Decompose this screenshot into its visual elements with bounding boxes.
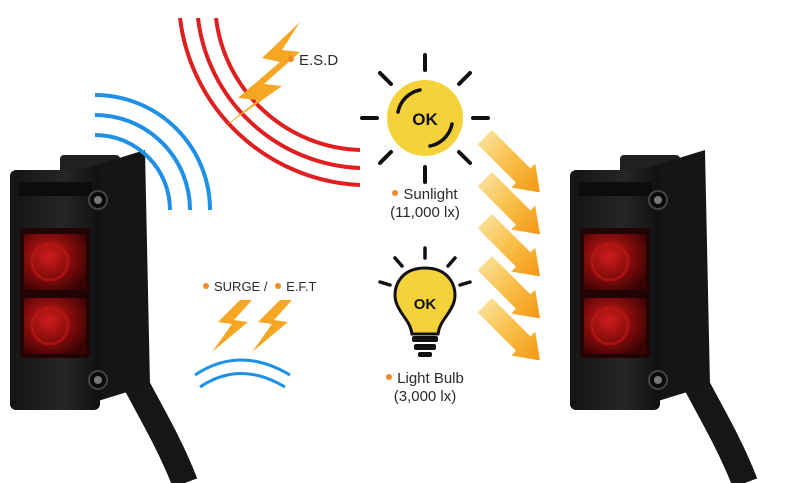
lightning-bolt-icon xyxy=(220,22,300,130)
bulb-ok-badge: OK xyxy=(414,296,437,313)
surge-eft-label: SURGE / E.F.T xyxy=(203,278,316,296)
bullet-icon xyxy=(203,282,209,289)
bullet-icon xyxy=(392,190,399,197)
signal-waves-large xyxy=(94,93,212,211)
esd-waves xyxy=(178,17,361,187)
light-arrows xyxy=(477,130,540,361)
sunlight-label: Sunlight (11,000 lx) xyxy=(390,186,460,221)
light-bulb-label: Light Bulb (3,000 lx) xyxy=(365,370,485,406)
signal-waves-small xyxy=(194,358,291,389)
esd-label: E.S.D xyxy=(288,52,338,70)
lightning-bolt-icon xyxy=(252,300,292,352)
bullet-icon xyxy=(275,282,282,289)
sun-ok-badge: OK xyxy=(412,110,438,129)
lightning-bolt-icon xyxy=(212,300,252,352)
right-photoelectric-sensor xyxy=(570,150,745,483)
left-photoelectric-sensor xyxy=(10,150,185,483)
bullet-icon xyxy=(288,56,294,63)
light-bulb-icon: OK xyxy=(378,246,472,357)
bullet-icon xyxy=(386,374,393,381)
sun-icon: OK xyxy=(360,53,490,184)
